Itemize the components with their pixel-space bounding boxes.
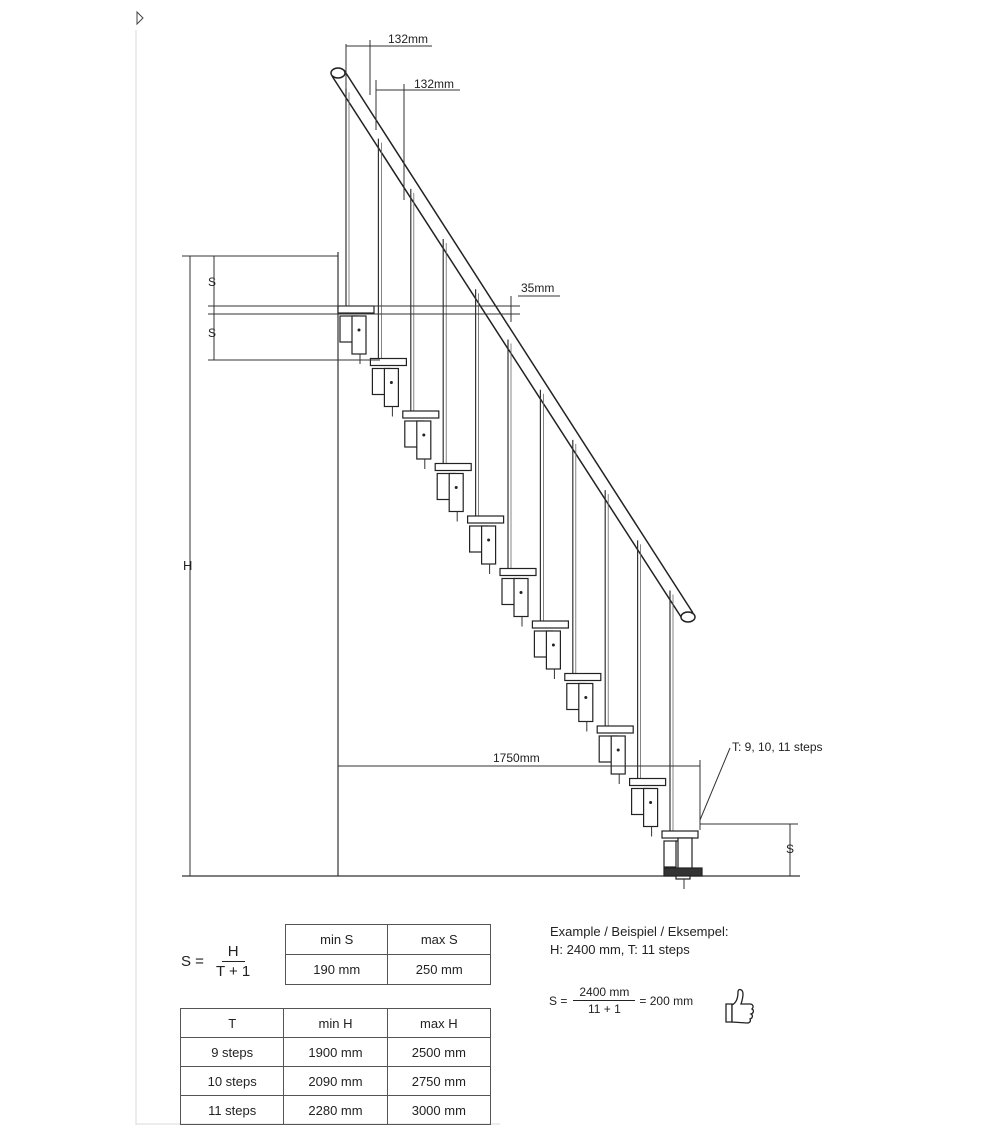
height-dimension <box>182 255 338 877</box>
step-tread <box>499 567 537 577</box>
run-dimension <box>338 747 731 830</box>
bolt <box>389 381 393 384</box>
formula-numerator: H <box>221 943 245 962</box>
table-header: max S <box>387 924 491 955</box>
table-cell: 2090 mm <box>283 1066 388 1096</box>
offset-label-top: 132mm <box>388 32 428 46</box>
offset-dimensions <box>345 40 560 322</box>
clearance-label: 35mm <box>521 281 554 295</box>
table-row: 11 steps 2280 mm 3000 mm <box>179 1095 492 1125</box>
bolt <box>454 486 458 489</box>
bolt <box>422 433 426 437</box>
example-title: Example / Beispiel / Eksempel: <box>550 924 729 939</box>
step-bracket <box>383 367 399 408</box>
step-bracket <box>448 472 464 513</box>
table-cell: 2750 mm <box>386 1066 492 1096</box>
bolt <box>487 538 491 542</box>
bolt <box>584 696 588 699</box>
step-bracket <box>481 525 497 565</box>
bolt <box>551 643 555 647</box>
step-height-table: min S max S 190 mm 250 mm <box>284 924 491 985</box>
thumbs-up-icon <box>725 988 755 1024</box>
step-height-formula: S = H T + 1 <box>181 943 256 980</box>
table-cell: 190 mm <box>284 954 389 985</box>
bolt <box>519 591 523 594</box>
table-header: min H <box>283 1008 388 1038</box>
formula-lhs: S = <box>181 953 204 970</box>
step-tread <box>628 777 667 787</box>
table-header: max H <box>386 1008 492 1038</box>
step-bracket <box>416 420 432 460</box>
height-label: H <box>183 558 192 573</box>
example-given: H: 2400 mm, T: 11 steps <box>550 942 690 957</box>
table-cell: 9 steps <box>179 1037 285 1067</box>
table-cell: 250 mm <box>387 954 491 985</box>
table-cell: 2500 mm <box>386 1037 492 1067</box>
example-numerator: 2400 mm <box>573 985 636 1001</box>
bottom-step-dimension <box>700 823 798 876</box>
step-tread <box>434 462 472 472</box>
arrow-marker-icon <box>136 10 144 26</box>
offset-label-second: 132mm <box>414 77 454 91</box>
table-row: 10 steps 2090 mm 2750 mm <box>179 1066 492 1096</box>
run-length-label: 1750mm <box>493 751 540 765</box>
steps-note: T: 9, 10, 11 steps <box>732 740 823 754</box>
step-tread <box>661 830 699 839</box>
staircase-steps <box>337 88 699 889</box>
step-height-dimensions <box>208 255 520 361</box>
table-row: 9 steps 1900 mm 2500 mm <box>179 1037 492 1067</box>
step-label-1: S <box>208 275 216 289</box>
table-cell: 10 steps <box>179 1066 285 1096</box>
step-bracket <box>545 630 562 670</box>
height-range-table: T min H max H 9 steps 1900 mm 2500 mm 10… <box>179 1008 492 1125</box>
example-denominator: 11 + 1 <box>587 1002 621 1016</box>
step-tread <box>402 410 440 419</box>
step-tread <box>369 357 407 367</box>
table-cell: 1900 mm <box>283 1037 388 1067</box>
step-tread <box>467 515 505 524</box>
table-header: min S <box>284 924 389 955</box>
handrail <box>330 67 696 623</box>
step-bracket <box>610 735 626 775</box>
step-bracket <box>578 682 594 723</box>
step-bracket <box>351 315 367 355</box>
floor-post <box>663 837 703 877</box>
bolt <box>357 328 361 332</box>
table-header: T <box>179 1008 285 1038</box>
table-cell: 3000 mm <box>386 1095 492 1125</box>
bolt <box>616 748 620 752</box>
formula-fraction: H T + 1 <box>210 943 256 980</box>
step-label-2: S <box>208 326 216 340</box>
formula-denominator: T + 1 <box>215 963 251 980</box>
table-cell: 11 steps <box>179 1095 285 1125</box>
example-fraction: 2400 mm 11 + 1 <box>573 985 636 1016</box>
example-result: = 200 mm <box>639 993 694 1008</box>
step-bracket <box>513 577 529 618</box>
table-cell: 2280 mm <box>283 1095 388 1125</box>
step-label-3: S <box>786 842 794 856</box>
step-tread <box>531 620 570 629</box>
example-lhs: S = <box>549 993 568 1008</box>
step-tread <box>337 305 375 314</box>
step-tread <box>596 725 634 734</box>
example-block: Example / Beispiel / Eksempel: H: 2400 m… <box>550 923 728 959</box>
step-tread <box>564 672 602 682</box>
bolt <box>649 801 653 804</box>
step-bracket <box>642 787 659 828</box>
example-formula: S = 2400 mm 11 + 1 = 200 mm <box>549 985 693 1016</box>
